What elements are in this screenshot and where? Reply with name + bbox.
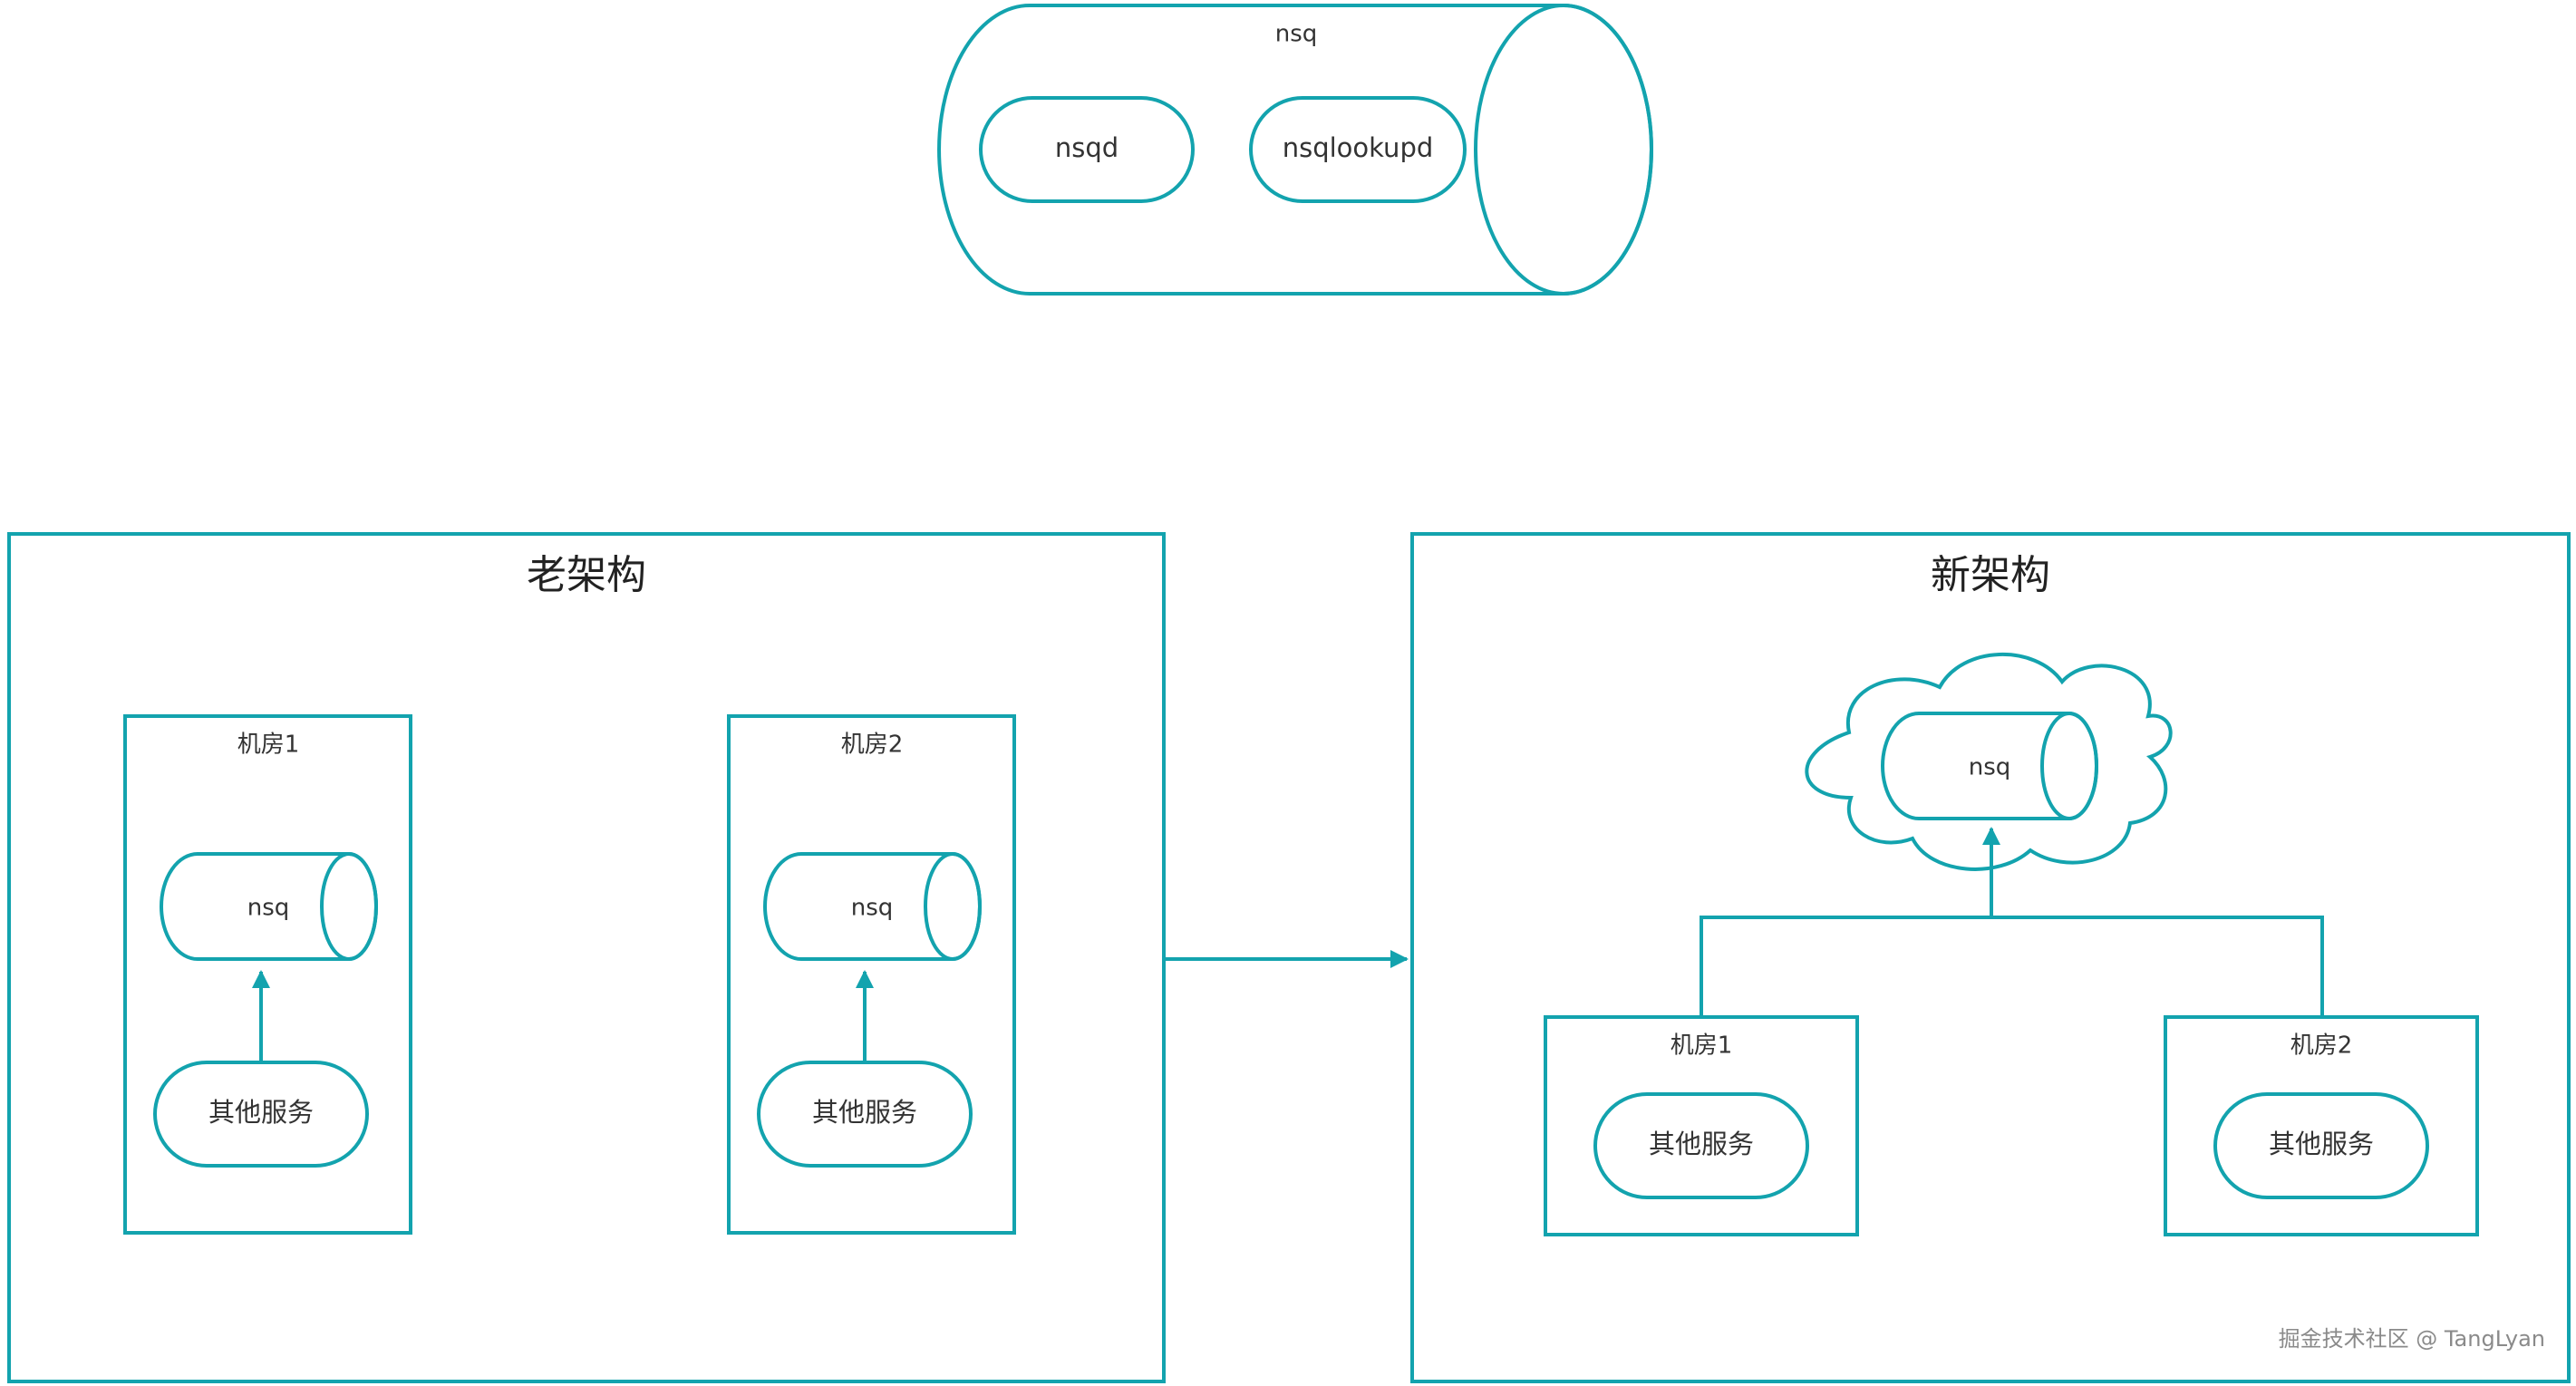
old-room-2-service-label: 其他服务 xyxy=(812,1097,917,1128)
old-room-2-label: 机房2 xyxy=(841,732,904,759)
old-room-1: 机房1 nsq 其他服务 xyxy=(123,714,412,1235)
nsqlookupd-label: nsqlookupd xyxy=(1283,132,1434,163)
nsqlookupd-box xyxy=(1249,96,1467,203)
old-room-2: 机房2 nsq 其他服务 xyxy=(727,714,1016,1235)
new-room-2-service-label: 其他服务 xyxy=(2269,1129,2374,1159)
old-room-2-service-box xyxy=(757,1061,973,1168)
watermark-text: 掘金技术社区 @ TangLyan xyxy=(2279,1326,2545,1352)
old-arch-title: 老架构 xyxy=(527,552,646,598)
new-room-2: 机房2 其他服务 xyxy=(2164,1015,2479,1236)
cloud-nsq-label: nsq xyxy=(1969,754,2011,781)
old-room-1-service-label: 其他服务 xyxy=(208,1097,314,1128)
nsqd-box xyxy=(979,96,1195,203)
new-room-1-label: 机房1 xyxy=(1671,1032,1733,1060)
rooms-connector xyxy=(1700,916,2324,1017)
new-architecture: 新架构 nsq 机房1 其他服务 机房2 其他服务 xyxy=(1410,532,2571,1383)
nsqd-label: nsqd xyxy=(1055,132,1119,163)
cloud-nsq-cylinder-end xyxy=(2040,712,2098,820)
new-room-2-service-box xyxy=(2213,1092,2429,1199)
new-room-1: 机房1 其他服务 xyxy=(1544,1015,1859,1236)
top-cylinder-end xyxy=(1474,4,1653,296)
new-arch-frame xyxy=(1410,532,2571,1383)
old-room-1-label: 机房1 xyxy=(237,732,300,759)
old-room-1-frame xyxy=(123,714,412,1235)
new-room-1-frame xyxy=(1544,1015,1859,1236)
old-room-1-service-box xyxy=(153,1061,369,1168)
new-room-1-service-box xyxy=(1593,1092,1809,1199)
old-room-2-nsq-cylinder-end xyxy=(924,852,982,961)
old-room-2-frame xyxy=(727,714,1016,1235)
top-nsq-cylinder: nsq nsqd nsqlookupd xyxy=(937,4,1653,296)
old-room-1-nsq-label: nsq xyxy=(247,895,290,922)
new-room-2-label: 机房2 xyxy=(2290,1032,2353,1060)
new-room-2-frame xyxy=(2164,1015,2479,1236)
old-arch-frame xyxy=(7,532,1166,1383)
top-cylinder-label: nsq xyxy=(1275,21,1318,48)
old-room-1-nsq-cylinder-end xyxy=(320,852,378,961)
old-architecture: 老架构 机房1 nsq 其他服务 机房2 nsq 其他服务 xyxy=(7,532,1166,1383)
new-room-1-service-label: 其他服务 xyxy=(1649,1129,1754,1159)
cloud-icon xyxy=(1805,653,2173,871)
new-arch-title: 新架构 xyxy=(1931,552,2050,598)
old-room-2-nsq-label: nsq xyxy=(851,895,894,922)
